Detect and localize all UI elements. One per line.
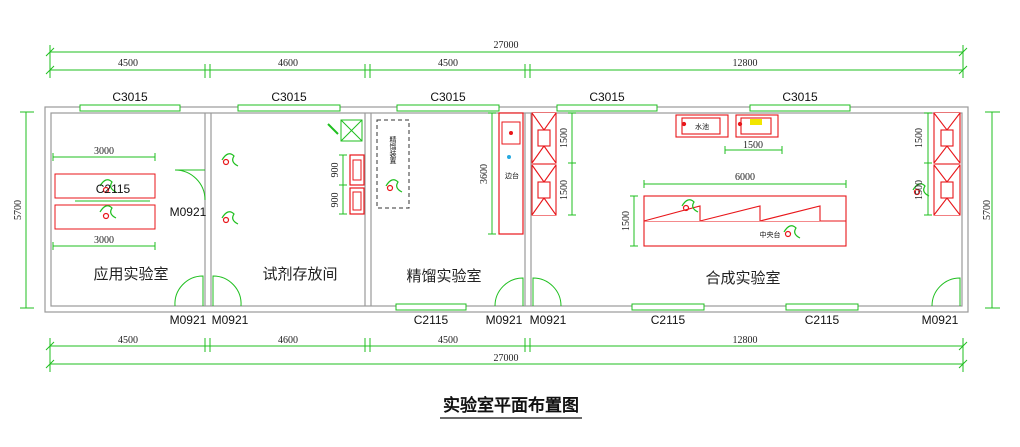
window-bottom-2 xyxy=(631,303,705,311)
room-name-2: 试剂存放间 xyxy=(262,265,337,283)
top-total-dimension: 27000 xyxy=(494,40,519,51)
room-name-3: 精馏实验室 xyxy=(406,267,481,285)
window-bottom-1 xyxy=(395,303,467,311)
hood-dimension-1500-a: 1500 xyxy=(559,128,570,148)
top-dimension-3: 4500 xyxy=(438,58,458,69)
room-name-1: 应用实验室 xyxy=(93,265,168,283)
bottom-dimension-3: 4500 xyxy=(438,335,458,346)
door-label-1: M0921 xyxy=(170,205,207,219)
inner-window-label: C2115 xyxy=(96,182,131,196)
side-dimensions xyxy=(20,111,1000,309)
distill-unit-label: 精馏装置 xyxy=(389,135,397,164)
window-bottom-label-2: C2115 xyxy=(651,313,686,327)
center-bench-label: 中央台 xyxy=(760,230,781,239)
room-name-4: 合成实验室 xyxy=(705,269,780,287)
doors xyxy=(174,169,961,307)
fume-hood xyxy=(531,112,557,216)
door-swing-6 xyxy=(931,277,961,307)
bottom-dimension-4: 12800 xyxy=(733,335,758,346)
left-height-dimension: 5700 xyxy=(13,200,24,220)
plant-icon xyxy=(681,183,930,239)
top-dimensions xyxy=(45,45,968,78)
door-label-5: M0921 xyxy=(530,313,567,327)
window-bottom-label-1: C2115 xyxy=(414,313,449,327)
window-top-label-5: C3015 xyxy=(782,90,818,104)
window-top-label-1: C3015 xyxy=(112,90,148,104)
room-3-furniture xyxy=(376,112,524,235)
door-label-4: M0921 xyxy=(486,313,523,327)
door-swing-1 xyxy=(174,169,206,201)
bottom-windows xyxy=(395,303,859,311)
page-title: 实验室平面布置图 xyxy=(443,395,579,416)
bottom-dimension-1: 4500 xyxy=(118,335,138,346)
center-dimension-6000: 6000 xyxy=(735,172,755,183)
door-label-2: M0921 xyxy=(170,313,207,327)
right-dimension-1500-b: 1500 xyxy=(914,180,925,200)
walls xyxy=(44,106,969,313)
bottom-total-dimension: 27000 xyxy=(494,353,519,364)
center-dimension-1500: 1500 xyxy=(621,211,632,231)
bench-1-upper xyxy=(54,173,156,199)
door-swing-2 xyxy=(174,275,204,307)
window-top-label-2: C3015 xyxy=(271,90,307,104)
door-swing-3 xyxy=(212,275,242,307)
right-dimension-1500-a: 1500 xyxy=(914,128,925,148)
central-bench xyxy=(643,195,847,247)
window-top-1 xyxy=(79,104,181,112)
sink-bench xyxy=(675,114,779,138)
cabinet-dimension-900-b: 900 xyxy=(330,193,341,208)
room-1-furniture xyxy=(52,153,156,250)
sink-dimension-1500: 1500 xyxy=(743,140,763,151)
window-top-label-3: C3015 xyxy=(430,90,466,104)
bench-dimension-3000-b: 3000 xyxy=(94,235,114,246)
door-label-6: M0921 xyxy=(922,313,959,327)
bottom-dimensions xyxy=(45,338,968,372)
window-top-4 xyxy=(556,104,658,112)
cabinet-dimension-900-a: 900 xyxy=(330,163,341,178)
side-bench-label: 边台 xyxy=(505,171,519,180)
window-bottom-label-3: C2115 xyxy=(805,313,840,327)
distillation-unit xyxy=(376,119,410,209)
window-top-3 xyxy=(396,104,500,112)
plant-icon xyxy=(221,153,239,225)
bench-dimension-3000-a: 3000 xyxy=(94,146,114,157)
bench-dimension-3600: 3600 xyxy=(479,164,490,184)
top-dimension-2: 4600 xyxy=(278,58,298,69)
hood-dimension-1500-b: 1500 xyxy=(559,180,570,200)
fume-hood xyxy=(933,112,961,216)
bench-1-lower xyxy=(54,204,156,230)
door-swing-4 xyxy=(494,277,524,307)
door-swing-5 xyxy=(532,277,562,307)
top-windows xyxy=(79,104,851,112)
bottom-dimension-2: 4600 xyxy=(278,335,298,346)
plant-icon xyxy=(99,179,117,220)
window-top-label-4: C3015 xyxy=(589,90,625,104)
top-dimension-4: 12800 xyxy=(733,58,758,69)
top-dimension-1: 4500 xyxy=(118,58,138,69)
sink-bench-label: 水池 xyxy=(695,122,709,131)
door-label-3: M0921 xyxy=(212,313,249,327)
window-top-2 xyxy=(237,104,341,112)
room-4-furniture xyxy=(531,112,961,247)
room-2-furniture xyxy=(221,119,365,225)
window-bottom-3 xyxy=(785,303,859,311)
window-top-5 xyxy=(749,104,851,112)
right-height-dimension: 5700 xyxy=(982,200,993,220)
